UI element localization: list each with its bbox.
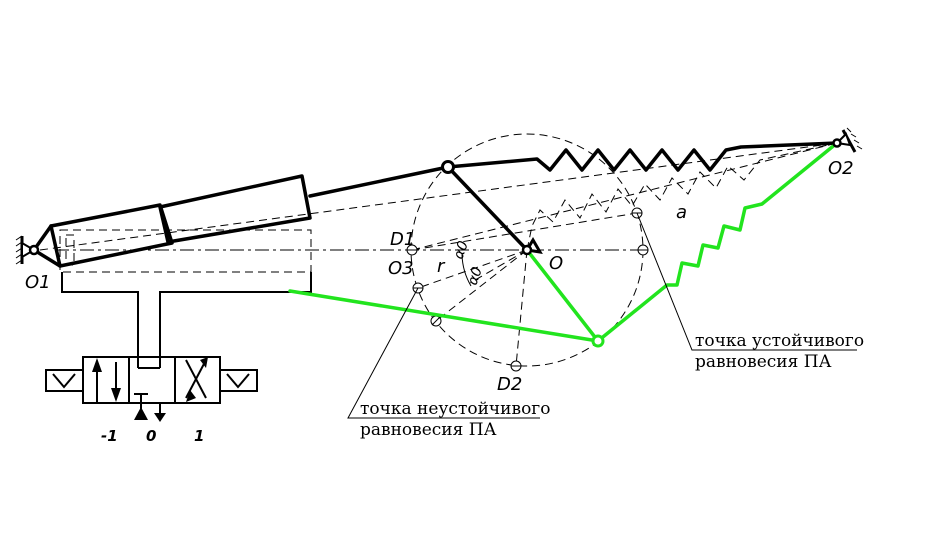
label-alpha-lower: α0 xyxy=(465,265,486,288)
cylinder-rod xyxy=(308,165,450,198)
construction-line-lower xyxy=(435,249,528,322)
label-a: a xyxy=(676,202,687,223)
valve-position-one: 1 xyxy=(194,427,204,445)
construction-line-d2 xyxy=(515,249,528,367)
hydraulic-line-right xyxy=(159,272,312,368)
lever-joint xyxy=(441,160,455,174)
leader-stable xyxy=(636,212,857,351)
spring-top xyxy=(446,141,839,172)
green-spring xyxy=(596,141,839,343)
ghost-spring xyxy=(526,142,838,251)
note-unstable-line1: точка неустойчивого xyxy=(360,399,550,419)
label-alpha-upper: α0 xyxy=(451,239,472,262)
construction-line-upper xyxy=(411,212,638,251)
angle-arc xyxy=(461,254,472,287)
cylinder-housing xyxy=(59,229,312,273)
leader-unstable xyxy=(347,287,540,419)
directional-valve xyxy=(45,356,258,422)
label-d1: D1 xyxy=(390,229,415,250)
label-o3: O3 xyxy=(388,258,414,279)
green-joint xyxy=(591,334,605,348)
label-o2: O2 xyxy=(828,158,854,179)
label-o1: O1 xyxy=(25,272,51,293)
cylinder-rod-section xyxy=(158,174,312,244)
note-stable-line2: равновесия ПА xyxy=(695,352,832,372)
label-d2: D2 xyxy=(497,374,522,395)
green-lever xyxy=(525,248,600,343)
construction-line-d1-o2 xyxy=(411,142,838,251)
green-link xyxy=(288,289,600,343)
lever-arm xyxy=(446,165,529,252)
label-r: r xyxy=(437,256,446,277)
note-stable-line1: точка устойчивого xyxy=(695,331,864,351)
pivot-o1 xyxy=(15,235,40,265)
construction-line-arc xyxy=(469,249,528,284)
pivot-o2 xyxy=(832,127,863,153)
construction-line-unstable xyxy=(417,249,528,289)
valve-position-minus-one: -1 xyxy=(101,427,118,445)
valve-position-zero: 0 xyxy=(146,427,156,445)
hydraulic-line-left xyxy=(61,272,139,368)
label-o: O xyxy=(549,253,563,274)
note-unstable-line2: равновесия ПА xyxy=(360,420,497,440)
pivot-o xyxy=(521,237,543,256)
